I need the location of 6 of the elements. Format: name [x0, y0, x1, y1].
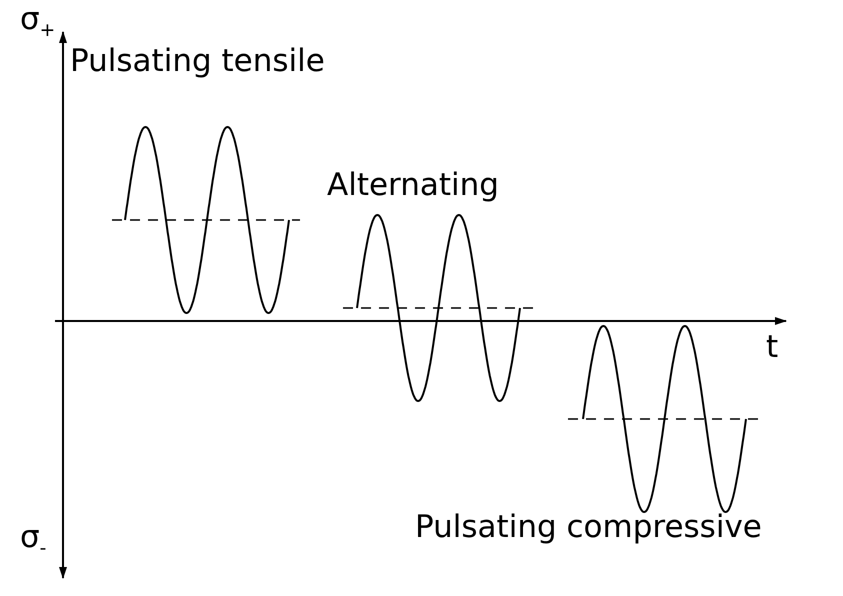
load-label: Pulsating tensile: [70, 44, 325, 78]
load-label: Alternating: [327, 168, 499, 202]
axis-label: σ$_{+}$: [20, 2, 56, 42]
axis-label: σ$_{-}$: [20, 520, 46, 560]
axis-label: t: [766, 330, 778, 364]
load-label: Pulsating compressive: [415, 510, 762, 544]
